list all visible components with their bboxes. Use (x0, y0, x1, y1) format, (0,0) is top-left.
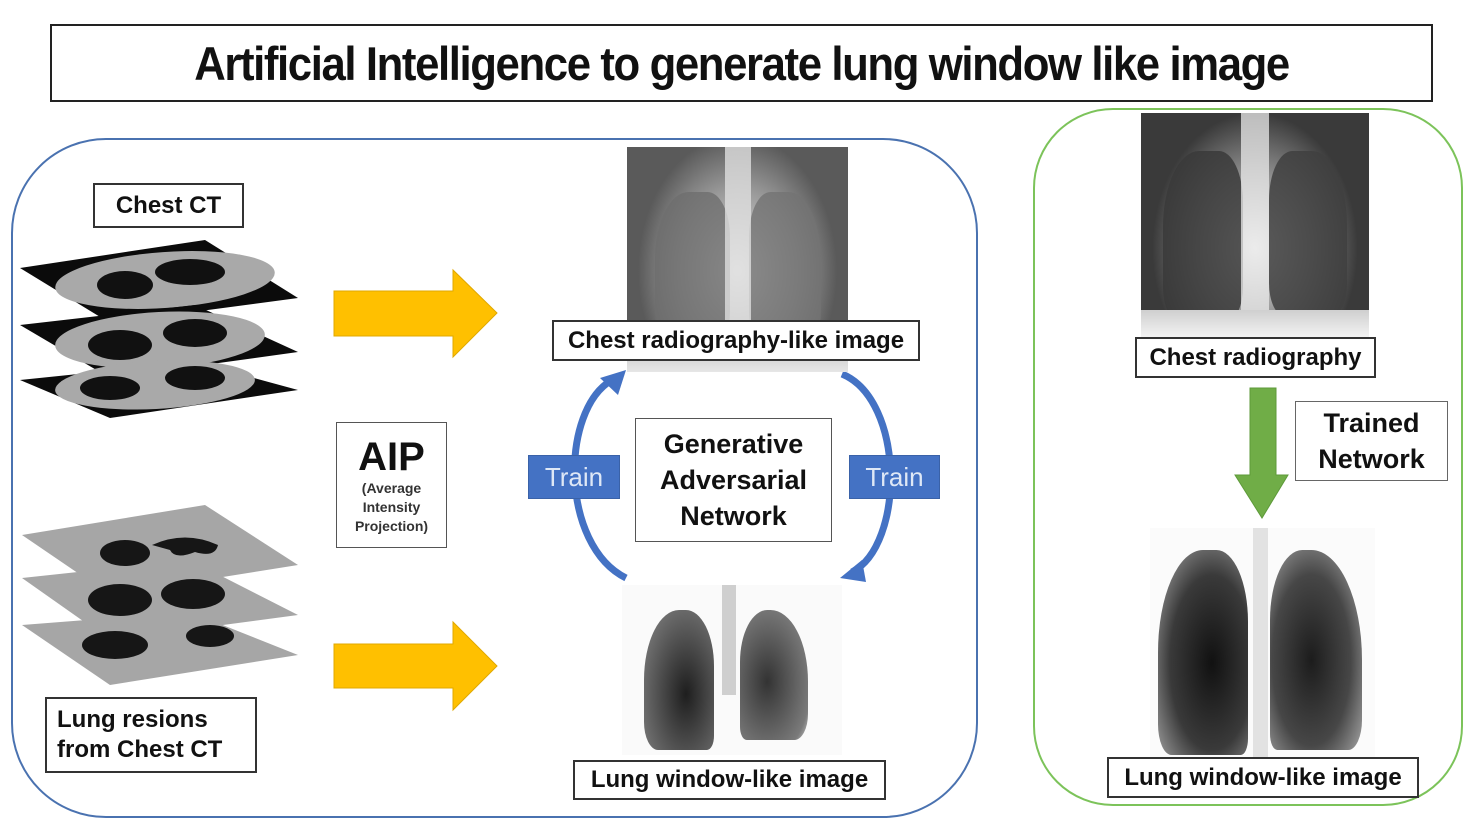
lung-region-slice-3 (22, 612, 298, 685)
curve-arrow-left-head (600, 370, 626, 395)
lung-window-like-image-right (1150, 528, 1375, 760)
lung-window-like-image-left (622, 585, 842, 755)
lung-regions-label-line2: from Chest CT (57, 736, 223, 763)
gan-line3: Network (680, 501, 787, 531)
green-down-arrow (1234, 387, 1289, 519)
inference-panel (1033, 108, 1463, 806)
lung-regions-label-box: Lung resions from Chest CT (45, 697, 257, 773)
lung-window-like-label-right: Lung window-like image (1124, 763, 1402, 791)
yellow-arrow-top (333, 268, 498, 359)
trained-network-line2: Network (1318, 444, 1425, 474)
aip-line3: Projection) (354, 517, 429, 534)
chest-radiography-like-label: Chest radiography-like image (567, 326, 905, 354)
aip-line2: Intensity (362, 498, 421, 515)
curve-arrow-right-head (840, 560, 866, 582)
train-right-text: Train (865, 461, 924, 492)
training-panel (11, 138, 978, 818)
chest-radiography-label-box: Chest radiography (1135, 337, 1376, 378)
trained-network-box: Trained Network (1295, 401, 1448, 481)
train-left-text: Train (544, 461, 604, 492)
lung-window-like-label-right-box: Lung window-like image (1107, 757, 1419, 798)
train-label-right: Train (849, 455, 940, 499)
lung-regions-label-line1: Lung resions (57, 706, 208, 733)
yellow-arrow-bottom (333, 620, 498, 712)
chest-ct-label-box: Chest CT (93, 183, 244, 228)
title-box: Artificial Intelligence to generate lung… (50, 24, 1433, 102)
chest-ct-label: Chest CT (115, 191, 222, 219)
ct-slice-1 (20, 240, 298, 323)
gan-line1: Generative (663, 429, 804, 459)
diagram-title: Artificial Intelligence to generate lung… (194, 36, 1290, 90)
ct-slice-3 (20, 360, 298, 418)
chest-radiography-image (1141, 113, 1369, 338)
gan-line2: Adversarial (659, 465, 808, 495)
aip-heading: AIP (358, 434, 425, 479)
aip-box: AIP (Average Intensity Projection) (336, 422, 447, 548)
trained-network-line1: Trained (1323, 408, 1420, 438)
lung-window-like-label-left: Lung window-like image (590, 766, 869, 793)
lung-window-like-label-left-box: Lung window-like image (573, 760, 886, 800)
chest-radiography-like-label-box: Chest radiography-like image (552, 320, 920, 361)
aip-line1: (Average (361, 479, 422, 496)
chest-radiography-label: Chest radiography (1149, 343, 1362, 371)
train-label-left: Train (528, 455, 620, 499)
gan-box: Generative Adversarial Network (635, 418, 832, 542)
ct-slice-2 (20, 305, 298, 378)
